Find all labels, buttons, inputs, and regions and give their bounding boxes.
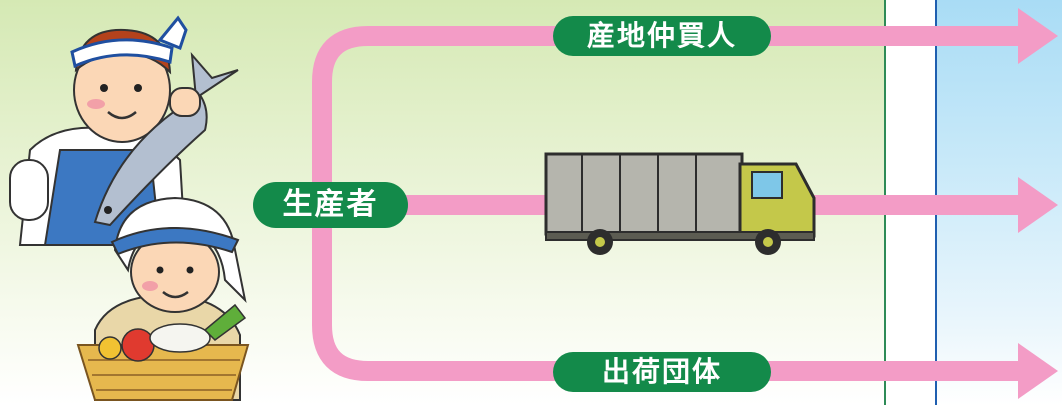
fish-icon: [93, 93, 208, 227]
local-broker-label: 産地仲買人: [553, 16, 771, 56]
bottom-arrowhead: [1018, 343, 1058, 399]
radish-icon: [149, 323, 211, 353]
truck-window: [751, 171, 783, 199]
truck-cargo-box: [544, 152, 744, 236]
fish-eye: [104, 206, 112, 214]
delivery-truck-illustration: [544, 152, 816, 255]
fisherman-hand: [169, 87, 201, 117]
vegetable-icon: [98, 336, 122, 360]
fish-tail: [190, 52, 239, 100]
top-arrowhead: [1018, 8, 1058, 64]
middle-arrowhead: [1018, 177, 1058, 233]
fisherman-eye-left: [100, 84, 108, 92]
leafy-vegetable-icon: [203, 303, 247, 341]
fisherman-left-arm: [9, 159, 49, 221]
farmer-eye-right: [186, 266, 194, 274]
fisherman-and-farmer-illustration: [9, 15, 250, 401]
headband-knot: [157, 15, 188, 50]
fisherman-smile: [107, 111, 137, 120]
tomato-icon: [121, 328, 155, 362]
farmer-smile: [162, 290, 189, 299]
fisherman-eye-right: [134, 84, 142, 92]
fisherman-cheek: [87, 99, 105, 109]
headband-icon: [70, 38, 174, 69]
shipping-group-label: 出荷団体: [553, 352, 771, 392]
farmer-cheek: [142, 281, 158, 291]
truck-cargo-panels: [581, 154, 697, 234]
truck-chassis: [545, 231, 815, 241]
basket-weave: [88, 359, 240, 391]
farmer-eye-left: [156, 266, 164, 274]
farmer-hat-brim: [110, 227, 240, 256]
producer-label: 生産者: [253, 182, 408, 228]
